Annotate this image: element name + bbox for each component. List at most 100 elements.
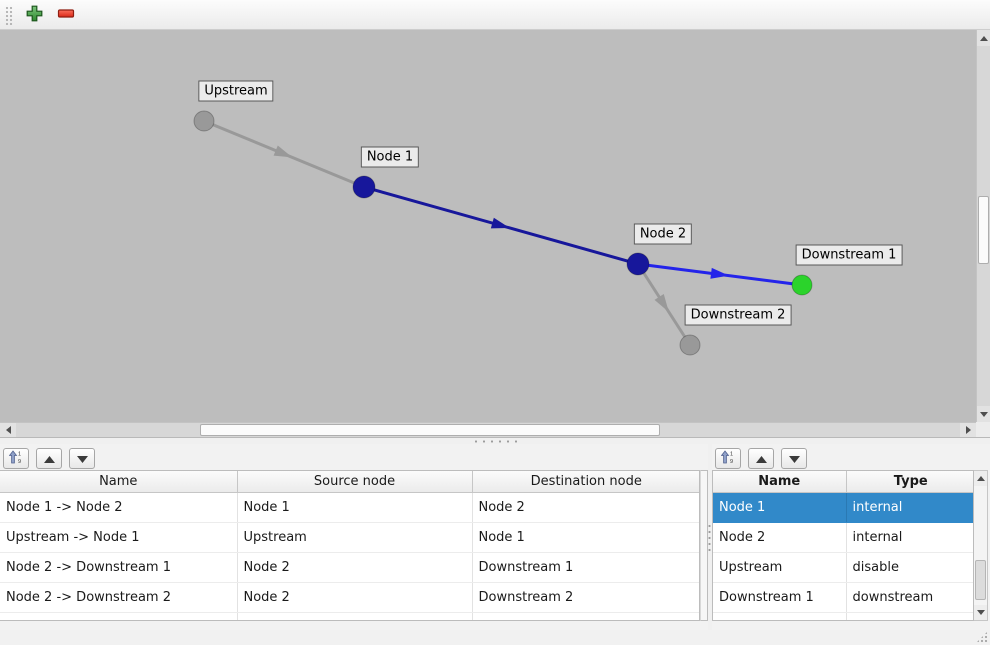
scrollbar-thumb[interactable] bbox=[975, 560, 986, 600]
vertical-splitter[interactable] bbox=[708, 444, 712, 630]
scroll-down-arrow-icon[interactable] bbox=[977, 406, 990, 422]
column-header[interactable]: Name bbox=[0, 471, 238, 493]
edges-move-down-button[interactable] bbox=[69, 448, 95, 469]
cell: Node 2 bbox=[472, 492, 699, 523]
triangle-up-icon bbox=[755, 451, 767, 466]
resize-grip-icon[interactable] bbox=[976, 631, 988, 643]
scrollbar-thumb[interactable] bbox=[200, 424, 660, 436]
canvas-horizontal-scrollbar[interactable] bbox=[0, 422, 976, 437]
graph-node[interactable] bbox=[352, 175, 376, 199]
node-label[interactable]: Node 2 bbox=[633, 223, 693, 245]
cell: internal bbox=[846, 492, 973, 523]
cell: Node 1 bbox=[713, 492, 847, 523]
node-label[interactable]: Upstream bbox=[198, 80, 274, 102]
splitter-handle-icon bbox=[708, 523, 711, 551]
svg-text:9: 9 bbox=[730, 459, 733, 464]
graph-node[interactable] bbox=[193, 110, 215, 132]
scrollbar-thumb[interactable] bbox=[978, 196, 989, 264]
cell: Node 2 bbox=[237, 582, 473, 613]
cell: downstream bbox=[846, 582, 973, 613]
triangle-down-icon bbox=[788, 451, 800, 466]
node-label[interactable]: Node 1 bbox=[360, 146, 420, 168]
scroll-right-arrow-icon[interactable] bbox=[960, 423, 976, 437]
horizontal-splitter[interactable] bbox=[0, 437, 990, 444]
empty-row bbox=[0, 612, 699, 620]
edges-scrollbar-gutter bbox=[700, 470, 708, 621]
toolbar-grip[interactable] bbox=[4, 4, 13, 25]
edges-move-up-button[interactable] bbox=[36, 448, 62, 469]
edge-arrow-icon bbox=[710, 267, 729, 279]
scroll-up-arrow-icon[interactable] bbox=[977, 30, 990, 46]
graph-node[interactable] bbox=[679, 334, 701, 356]
cell: Upstream -> Node 1 bbox=[0, 522, 238, 553]
cell: Node 2 -> Downstream 1 bbox=[0, 552, 238, 583]
cell: internal bbox=[846, 522, 973, 553]
svg-text:9: 9 bbox=[18, 459, 21, 464]
canvas-vertical-scrollbar[interactable] bbox=[976, 30, 990, 422]
cell: Downstream 1 bbox=[472, 552, 699, 583]
cell: Node 2 -> Downstream 2 bbox=[0, 582, 238, 613]
column-header[interactable]: Name bbox=[713, 471, 847, 493]
cell: Node 1 bbox=[237, 492, 473, 523]
svg-text:1: 1 bbox=[18, 452, 21, 458]
cell: Node 2 bbox=[713, 522, 847, 553]
sort-ascending-icon: 1 9 bbox=[720, 450, 735, 467]
cell: Node 1 bbox=[472, 522, 699, 553]
edges-toolbar: 1 9 bbox=[0, 444, 708, 470]
graph-node[interactable] bbox=[626, 252, 650, 276]
edges-sort-button[interactable]: 1 9 bbox=[3, 448, 29, 469]
add-button[interactable] bbox=[21, 2, 47, 28]
cell: Node 2 bbox=[237, 552, 473, 583]
column-header[interactable]: Destination node bbox=[472, 471, 699, 493]
edges-pane: 1 9 bbox=[0, 444, 708, 630]
triangle-down-icon bbox=[76, 451, 88, 466]
scrollbar-track[interactable] bbox=[977, 46, 990, 406]
cell: Upstream bbox=[237, 522, 473, 553]
scrollbar-corner bbox=[976, 422, 990, 437]
graph-node[interactable] bbox=[791, 274, 813, 296]
nodes-table-scrollbar[interactable] bbox=[974, 470, 988, 621]
scroll-down-arrow-icon[interactable] bbox=[974, 605, 987, 620]
scroll-up-arrow-icon[interactable] bbox=[974, 471, 987, 486]
remove-button[interactable] bbox=[53, 2, 79, 28]
nodes-move-up-button[interactable] bbox=[748, 448, 774, 469]
cell: disable bbox=[846, 552, 973, 583]
edge-arrow-icon bbox=[654, 293, 669, 313]
main-toolbar bbox=[0, 0, 990, 30]
cell: Downstream 1 bbox=[713, 582, 847, 613]
edge-arrow-icon bbox=[273, 145, 293, 158]
scroll-left-arrow-icon[interactable] bbox=[0, 423, 16, 437]
nodes-move-down-button[interactable] bbox=[781, 448, 807, 469]
node-label[interactable]: Downstream 1 bbox=[795, 244, 903, 266]
minus-icon bbox=[57, 5, 75, 25]
nodes-sort-button[interactable]: 1 9 bbox=[715, 448, 741, 469]
node-label[interactable]: Downstream 2 bbox=[684, 304, 792, 326]
splitter-handle-icon bbox=[472, 440, 518, 443]
nodes-pane: 1 9 bbox=[712, 444, 990, 630]
empty-row bbox=[713, 612, 973, 620]
column-header[interactable]: Type bbox=[846, 471, 973, 493]
scrollbar-track[interactable] bbox=[974, 486, 987, 605]
cell: Upstream bbox=[713, 552, 847, 583]
plus-icon bbox=[26, 5, 43, 25]
edge-arrow-icon bbox=[490, 217, 510, 229]
column-header[interactable]: Source node bbox=[237, 471, 473, 493]
cell: Downstream 2 bbox=[472, 582, 699, 613]
status-strip bbox=[0, 630, 990, 645]
scrollbar-track[interactable] bbox=[16, 423, 960, 437]
